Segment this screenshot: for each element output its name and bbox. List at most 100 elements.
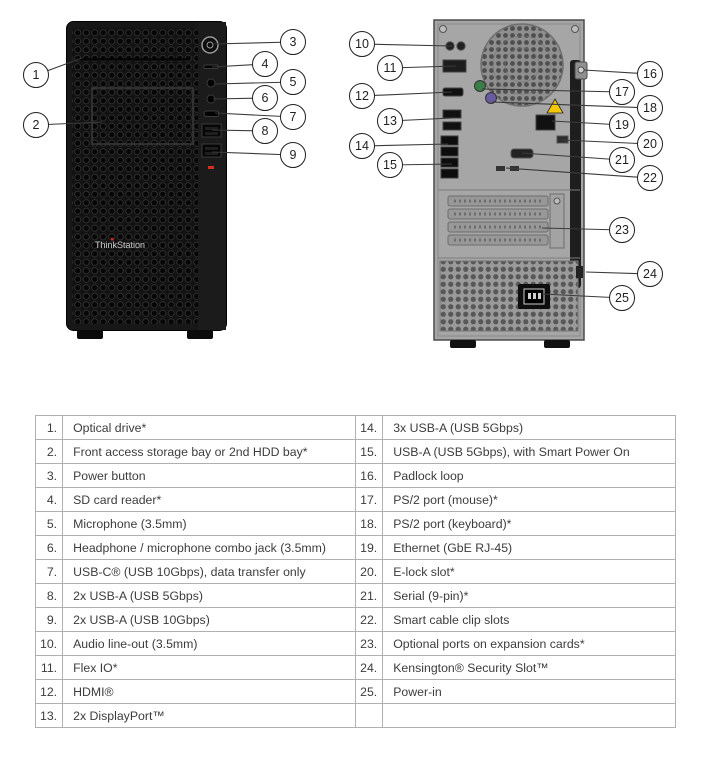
legend-description: PS/2 port (keyboard)*: [382, 511, 676, 536]
callout-18: 18: [637, 95, 663, 121]
legend-number: 20.: [355, 559, 384, 584]
legend-row: 9.2x USB-A (USB 10Gbps)22.Smart cable cl…: [34, 607, 676, 632]
legend-description: PS/2 port (mouse)*: [382, 487, 676, 512]
callout-25: 25: [609, 285, 635, 311]
legend-row: 4.SD card reader*17.PS/2 port (mouse)*: [34, 487, 676, 512]
legend-description: E-lock slot*: [382, 559, 676, 584]
legend-number: 2.: [34, 439, 64, 464]
usb-a-ports-5gbps: [201, 123, 222, 138]
callout-22: 22: [637, 165, 663, 191]
legend-number: 8.: [34, 583, 64, 608]
callout-1: 1: [23, 62, 49, 88]
legend-row: 13.2x DisplayPort™: [34, 703, 676, 728]
legend-row: 1.Optical drive*14.3x USB-A (USB 5Gbps): [34, 415, 676, 440]
legend-description: Serial (9-pin)*: [382, 583, 676, 608]
callout-19: 19: [609, 112, 635, 138]
callout-24: 24: [637, 261, 663, 287]
callout-14: 14: [349, 133, 375, 159]
legend-description: Kensington® Security Slot™: [382, 655, 676, 680]
callout-13: 13: [377, 108, 403, 134]
legend-description: 2x USB-A (USB 10Gbps): [62, 607, 357, 632]
power-button: [201, 36, 219, 54]
legend-row: 7.USB-C® (USB 10Gbps), data transfer onl…: [34, 559, 676, 584]
legend-description: Padlock loop: [382, 463, 676, 488]
brand-accent: [111, 238, 114, 241]
fan-ring-mid: [492, 35, 552, 95]
front-storage-bay: [91, 87, 194, 145]
front-led: [208, 166, 214, 169]
legend-description: Audio line-out (3.5mm): [62, 631, 357, 656]
legend-number: 21.: [355, 583, 384, 608]
legend-description: Microphone (3.5mm): [62, 511, 357, 536]
legend-number: [355, 703, 384, 728]
legend-number: 17.: [355, 487, 384, 512]
legend-number: 7.: [34, 559, 64, 584]
legend-number: 18.: [355, 511, 384, 536]
legend-row: 2.Front access storage bay or 2nd HDD ba…: [34, 439, 676, 464]
legend-number: 12.: [34, 679, 64, 704]
legend-description: Power-in: [382, 679, 676, 704]
legend-description: Power button: [62, 463, 357, 488]
callout-9: 9: [280, 142, 306, 168]
callout-12: 12: [349, 83, 375, 109]
rear-foot-right: [544, 340, 570, 348]
legend-row: 11.Flex IO*24.Kensington® Security Slot™: [34, 655, 676, 680]
legend-table: 1.Optical drive*14.3x USB-A (USB 5Gbps)2…: [34, 415, 676, 728]
optical-drive-slot: [77, 58, 189, 61]
callout-8: 8: [252, 118, 278, 144]
legend-description: [382, 703, 676, 728]
legend-description: 2x DisplayPort™: [62, 703, 357, 728]
legend-description: Ethernet (GbE RJ-45): [382, 535, 676, 560]
callout-5: 5: [280, 69, 306, 95]
legend-description: 2x USB-A (USB 5Gbps): [62, 583, 357, 608]
legend-description: SD card reader*: [62, 487, 357, 512]
legend-number: 15.: [355, 439, 384, 464]
legend-description: USB-A (USB 5Gbps), with Smart Power On: [382, 439, 676, 464]
legend-row: 6.Headphone / microphone combo jack (3.5…: [34, 535, 676, 560]
legend-row: 10.Audio line-out (3.5mm)23.Optional por…: [34, 631, 676, 656]
callout-10: 10: [349, 31, 375, 57]
legend-row: 5.Microphone (3.5mm)18.PS/2 port (keyboa…: [34, 511, 676, 536]
callout-17: 17: [609, 79, 635, 105]
callout-2: 2: [23, 112, 49, 138]
kensington-slot: [576, 266, 583, 278]
legend-number: 10.: [34, 631, 64, 656]
legend-description: Front access storage bay or 2nd HDD bay*: [62, 439, 357, 464]
front-port-strip: [198, 22, 226, 330]
legend-number: 24.: [355, 655, 384, 680]
callout-21: 21: [609, 147, 635, 173]
rear-usb-a-ports: [440, 135, 459, 179]
callout-23: 23: [609, 217, 635, 243]
legend-number: 6.: [34, 535, 64, 560]
callout-7: 7: [280, 104, 306, 130]
front-mesh-panel: [72, 28, 198, 324]
legend-description: Headphone / microphone combo jack (3.5mm…: [62, 535, 357, 560]
legend-description: Optional ports on expansion cards*: [382, 631, 676, 656]
diagram-stage: ThinkStation: [23, 19, 663, 348]
legend-number: 19.: [355, 535, 384, 560]
legend-number: 1.: [34, 415, 64, 440]
callout-4: 4: [252, 51, 278, 77]
legend-description: Flex IO*: [62, 655, 357, 680]
callout-20: 20: [637, 131, 663, 157]
brand-label: ThinkStation: [95, 240, 145, 250]
front-tower-illustration: ThinkStation: [65, 20, 228, 347]
legend-description: Smart cable clip slots: [382, 607, 676, 632]
displayport-2: [442, 121, 462, 131]
callout-15: 15: [377, 152, 403, 178]
legend-number: 14.: [355, 415, 384, 440]
legend-number: 5.: [34, 511, 64, 536]
legend-number: 3.: [34, 463, 64, 488]
callout-3: 3: [280, 29, 306, 55]
power-icon: [206, 41, 214, 49]
front-foot-left: [77, 330, 103, 339]
screw-top-left: [439, 25, 447, 33]
front-foot-right: [187, 330, 213, 339]
legend-number: 22.: [355, 607, 384, 632]
rear-foot-left: [450, 340, 476, 348]
legend-number: 23.: [355, 631, 384, 656]
legend-description: USB-C® (USB 10Gbps), data transfer only: [62, 559, 357, 584]
legend-row: 8.2x USB-A (USB 5Gbps)21.Serial (9-pin)*: [34, 583, 676, 608]
